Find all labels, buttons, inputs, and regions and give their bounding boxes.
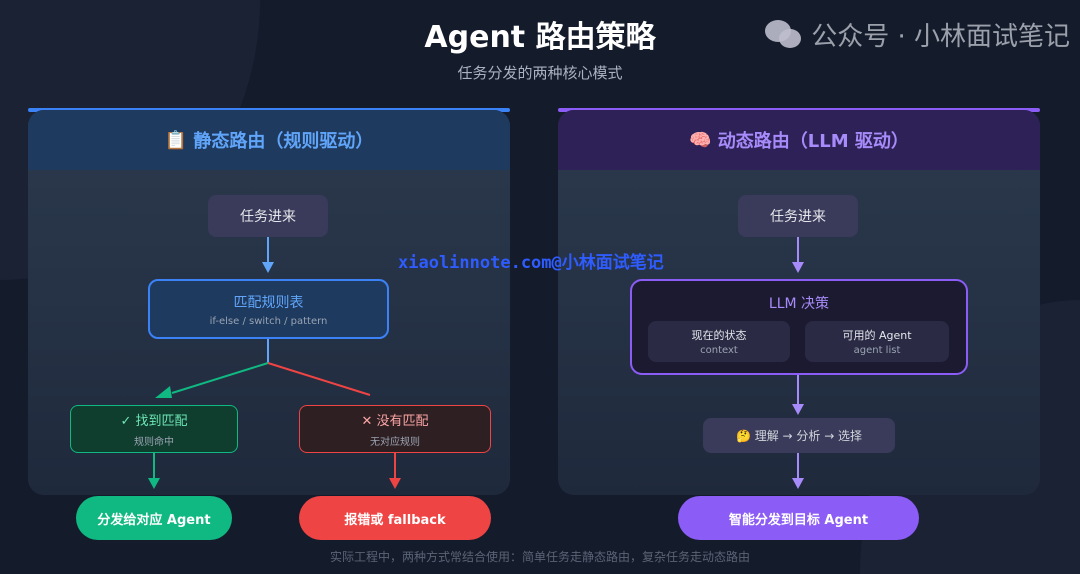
node-sublabel: 规则命中	[134, 437, 174, 448]
match-rules-node: 匹配规则表 if-else / switch / pattern	[148, 279, 389, 339]
node-label: LLM 决策	[768, 296, 830, 312]
wechat-icon	[765, 19, 803, 50]
static-panel-header: 📋 静态路由（规则驱动）	[28, 110, 510, 170]
page-title: Agent 路由策略	[424, 20, 656, 55]
static-panel-title: 静态路由（规则驱动）	[193, 131, 374, 152]
no-match-node: ✕ 没有匹配无对应规则	[299, 405, 491, 453]
dynamic-start-node: 任务进来	[738, 195, 858, 237]
dispatch-agent-pill: 分发给对应 Agent	[76, 496, 232, 540]
fallback-pill: 报错或 fallback	[299, 496, 491, 540]
static-arrows	[148, 237, 401, 489]
match-found-node: ✓ 找到匹配规则命中	[70, 405, 238, 453]
node-sublabel: context	[700, 345, 738, 356]
wechat-watermark: 公众号 · 小林面试笔记	[765, 16, 1070, 53]
page-subtitle: 任务分发的两种核心模式	[457, 64, 623, 82]
node-label: 任务进来	[770, 209, 826, 225]
node-sublabel: 无对应规则	[370, 437, 420, 448]
brain-icon: 🧠	[689, 129, 712, 151]
clipboard-icon: 📋	[164, 129, 188, 151]
node-label: 可用的 Agent	[842, 329, 912, 342]
footer-note: 实际工程中，两种方式常结合使用：简单任务走静态路由，复杂任务走动态路由	[329, 550, 750, 564]
node-label: 任务进来	[240, 209, 296, 225]
current-state-node: 现在的状态 context	[648, 321, 790, 362]
smart-dispatch-pill: 智能分发到目标 Agent	[678, 496, 919, 540]
dynamic-arrows	[792, 237, 804, 489]
watermark: xiaolinnote.com@小林面试笔记	[398, 253, 664, 273]
available-agents-node: 可用的 Agent agent list	[805, 321, 949, 362]
node-label: 匹配规则表	[233, 294, 304, 311]
dynamic-panel-title: 动态路由（LLM 驱动）	[717, 131, 909, 152]
wechat-watermark-text: 公众号 · 小林面试笔记	[811, 22, 1070, 52]
node-label: 现在的状态	[691, 329, 747, 342]
dynamic-panel-header: 🧠 动态路由（LLM 驱动）	[558, 110, 1040, 170]
static-start-node: 任务进来	[208, 195, 328, 237]
process-node: 🤔 理解 → 分析 → 选择	[703, 418, 895, 453]
node-label: ✕ 没有匹配	[361, 414, 429, 429]
node-sublabel: if-else / switch / pattern	[209, 315, 328, 327]
node-label: 🤔 理解 → 分析 → 选择	[735, 429, 863, 443]
node-label: ✓ 找到匹配	[120, 414, 188, 429]
node-sublabel: agent list	[853, 345, 901, 356]
